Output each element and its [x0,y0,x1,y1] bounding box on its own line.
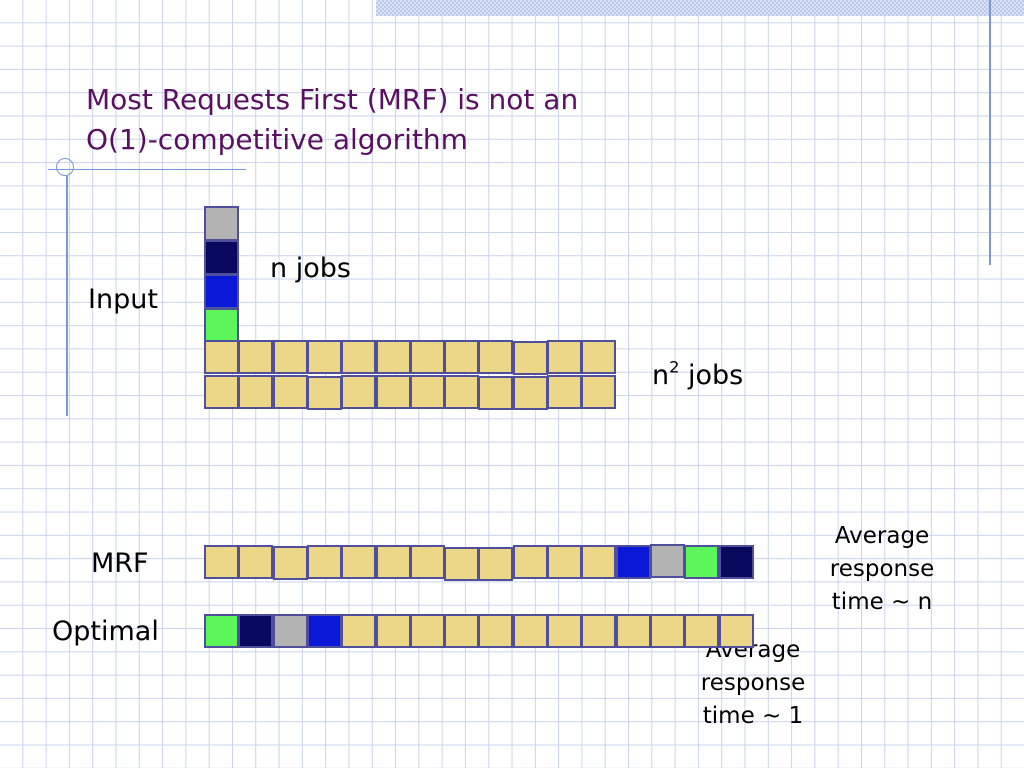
optimal-row-job-10 [513,614,548,648]
input-column-job-3 [204,274,239,309]
mrf-row-job-6 [376,545,411,579]
optimal-row-job-1 [204,614,239,648]
optimal-row-job-11 [547,614,582,648]
mrf-row-job-2 [238,545,273,579]
mrf-note-line-3: time ~ n [831,589,933,615]
input-row-bottom-job-1 [204,375,239,409]
mrf-row-job-14 [650,544,685,578]
n-squared-exponent: 2 [669,357,680,377]
optimal-row-job-4 [307,614,342,648]
top-decorative-band [376,0,1024,16]
input-row-top-job-8 [444,340,479,374]
input-column-job-4 [204,308,239,343]
input-row-top-job-9 [478,340,513,374]
mrf-row-job-7 [410,545,445,579]
n-squared-jobs-label: n2 jobs [652,357,744,392]
input-row-bottom-job-11 [547,375,582,409]
optimal-row-job-5 [341,614,376,648]
optimal-note-line-3: time ~ 1 [702,703,804,729]
input-row-top-job-4 [307,340,342,374]
input-label: Input [88,284,158,315]
slide-title-line-2: O(1)-competitive algorithm [86,123,468,156]
optimal-row-job-12 [581,614,616,648]
mrf-row-job-1 [204,545,239,579]
mrf-row-job-16 [719,545,754,579]
n-jobs-label: n jobs [270,253,351,284]
mrf-row-job-4 [307,545,342,579]
input-row-bottom-job-5 [341,375,376,409]
optimal-row-job-13 [616,614,651,648]
crosshair-ornament [56,158,74,176]
input-row-top-job-11 [547,340,582,374]
right-vertical-rule [989,0,991,265]
input-column-job-2 [204,240,239,275]
slide-title-line-1: Most Requests First (MRF) is not an [86,83,579,116]
input-row-top-job-3 [273,340,308,374]
mrf-response-note: Average response time ~ n [812,520,952,619]
mrf-row-job-15 [684,545,719,579]
optimal-response-note: Average response time ~ 1 [683,634,823,733]
input-row-top-job-7 [410,340,445,374]
mrf-row-job-13 [616,545,651,579]
input-row-top-job-5 [341,340,376,374]
input-row-top-job-2 [238,340,273,374]
n-squared-suffix: jobs [679,360,744,391]
mrf-row-job-10 [513,545,548,579]
input-row-top-job-12 [581,340,616,374]
input-row-bottom-job-7 [410,375,445,409]
mrf-row-job-9 [478,547,513,581]
optimal-row-job-14 [650,614,685,648]
input-row-top-job-6 [376,340,411,374]
slide-title: Most Requests First (MRF) is not an O(1)… [86,80,578,160]
optimal-row-job-7 [410,614,445,648]
mrf-label: MRF [91,548,149,579]
input-row-bottom-job-3 [273,375,308,409]
input-row-bottom-job-4 [307,376,342,410]
input-row-bottom-job-6 [376,375,411,409]
title-underline-rule [48,169,246,170]
input-row-bottom-job-2 [238,375,273,409]
left-vertical-rule [66,176,68,416]
input-row-top-job-10 [513,341,548,375]
optimal-row-job-15 [684,614,719,648]
n-squared-base: n [652,360,670,391]
optimal-row-job-16 [719,614,754,648]
optimal-row-job-3 [273,614,308,648]
input-column-job-1 [204,206,239,241]
optimal-row-job-8 [444,614,479,648]
optimal-row-job-2 [238,614,273,648]
mrf-note-line-1: Average [834,523,930,549]
mrf-row-job-8 [444,547,479,581]
mrf-row-job-12 [581,545,616,579]
mrf-row-job-11 [547,545,582,579]
optimal-row-job-6 [376,614,411,648]
optimal-note-line-2: response [700,670,806,696]
optimal-label: Optimal [52,616,159,647]
mrf-row-job-5 [341,545,376,579]
input-row-bottom-job-12 [581,375,616,409]
optimal-row-job-9 [478,614,513,648]
mrf-row-job-3 [273,546,308,580]
input-row-bottom-job-8 [444,375,479,409]
input-row-bottom-job-10 [513,376,548,410]
input-row-top-job-1 [204,340,239,374]
input-row-bottom-job-9 [478,376,513,410]
mrf-note-line-2: response [829,556,935,582]
